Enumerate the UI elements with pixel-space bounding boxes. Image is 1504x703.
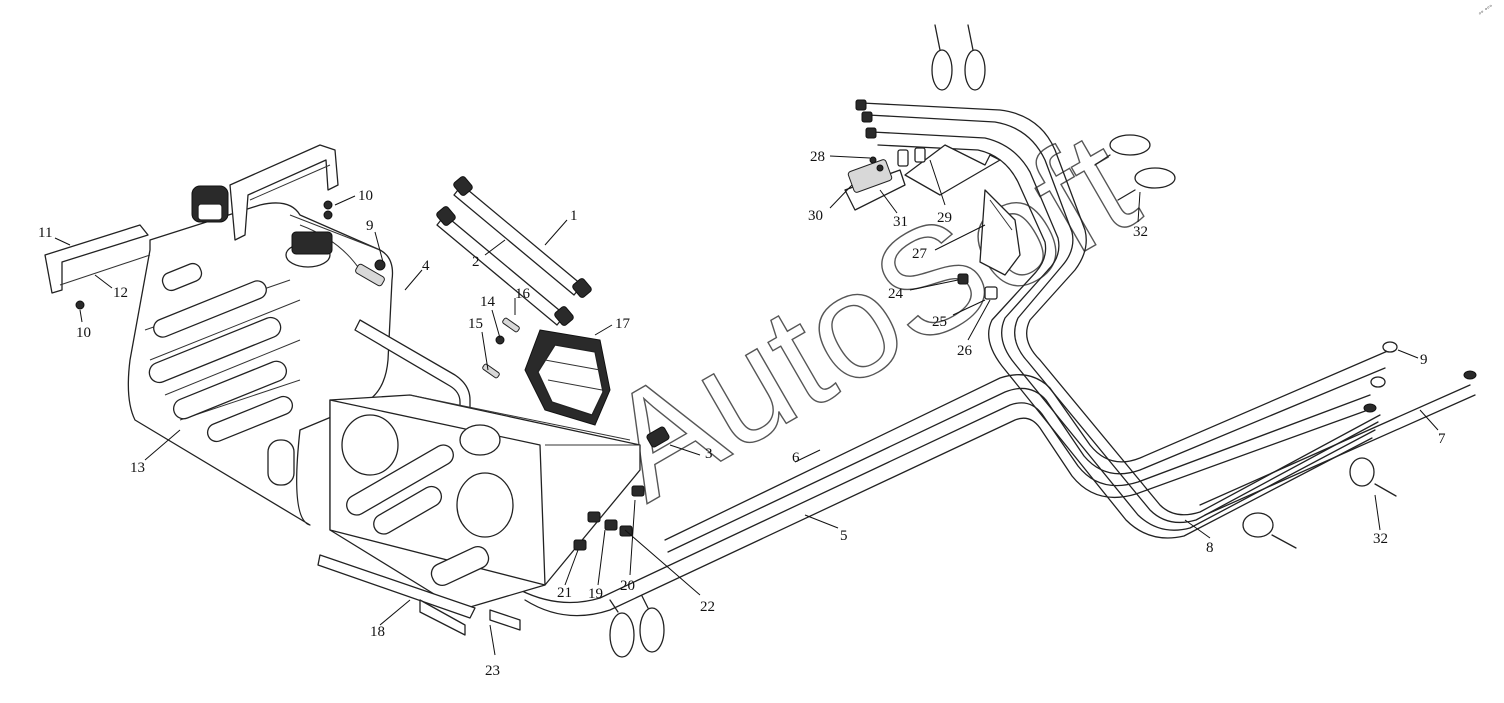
clamp-bottom-left	[1242, 512, 1297, 549]
tank-strap-front	[44, 224, 151, 294]
mounting-bracket	[329, 394, 641, 611]
callout-8: 8	[1206, 540, 1214, 556]
clamp-top-left	[931, 24, 953, 91]
callout-20: 20	[620, 578, 635, 594]
clamp-bottom-right	[1349, 457, 1397, 497]
callout-21: 21	[557, 585, 572, 601]
callout-32-lower: 32	[1373, 531, 1388, 547]
callout-29: 29	[937, 210, 952, 226]
callout-18: 18	[370, 624, 385, 640]
callout-labels: 1 2 3 4 5 6 7 8 9 9 10 10 11 12 13 14 15…	[38, 149, 1446, 679]
callout-9-right: 9	[1420, 352, 1428, 368]
callout-26: 26	[957, 343, 973, 359]
callout-11: 11	[38, 225, 52, 241]
callout-22: 22	[700, 599, 715, 615]
callout-9-tank: 9	[366, 218, 374, 234]
callout-10-left: 10	[76, 325, 91, 341]
hose-2	[436, 206, 574, 326]
distribution-block	[844, 156, 906, 211]
callout-6: 6	[792, 450, 800, 466]
leader-lines	[54, 155, 1439, 656]
callout-24: 24	[888, 286, 904, 302]
callout-4: 4	[422, 258, 430, 274]
skid-plate	[317, 554, 521, 636]
callout-7: 7	[1438, 431, 1446, 447]
callout-28: 28	[810, 149, 825, 165]
callout-14: 14	[480, 294, 496, 310]
callout-32-upper: 32	[1133, 224, 1148, 240]
control-module	[524, 329, 611, 426]
watermark: AutoSoft	[578, 98, 1162, 533]
clamp-right-upper	[1094, 134, 1151, 166]
callout-12: 12	[113, 285, 128, 301]
corner-mark: °° °°°	[1478, 3, 1496, 19]
tank-strap-rear	[229, 144, 339, 241]
fuel-sender	[285, 231, 386, 287]
tube-end-fittings-top	[855, 99, 877, 139]
callout-13: 13	[130, 460, 145, 476]
watermark-text: AutoSoft	[579, 98, 1161, 531]
tube-bundle-lower	[519, 349, 1476, 617]
callout-16: 16	[515, 286, 531, 302]
callout-1: 1	[570, 208, 578, 224]
callout-10-top: 10	[358, 188, 373, 204]
callout-5: 5	[840, 528, 848, 544]
callout-17: 17	[615, 316, 631, 332]
callout-15: 15	[468, 316, 483, 332]
clamp-right-lower	[1117, 167, 1176, 201]
callout-31: 31	[893, 214, 908, 230]
bracket-27	[979, 189, 1021, 276]
callout-3: 3	[705, 446, 713, 462]
callout-30: 30	[808, 208, 823, 224]
fuel-tank	[127, 202, 394, 526]
small-fittings	[75, 200, 998, 551]
bracket-29	[897, 144, 1001, 196]
filler-cap	[191, 185, 229, 223]
callout-2: 2	[472, 254, 480, 270]
tube-bundle-upper	[861, 102, 1381, 539]
callout-23: 23	[485, 663, 500, 679]
callout-19: 19	[588, 586, 603, 602]
clamp-top-right	[964, 24, 986, 91]
clamp-lower-pair	[609, 595, 665, 658]
hose-1	[453, 176, 592, 298]
callout-27: 27	[912, 246, 928, 262]
tube-end-fittings-right	[1363, 341, 1477, 413]
callout-25: 25	[932, 314, 947, 330]
